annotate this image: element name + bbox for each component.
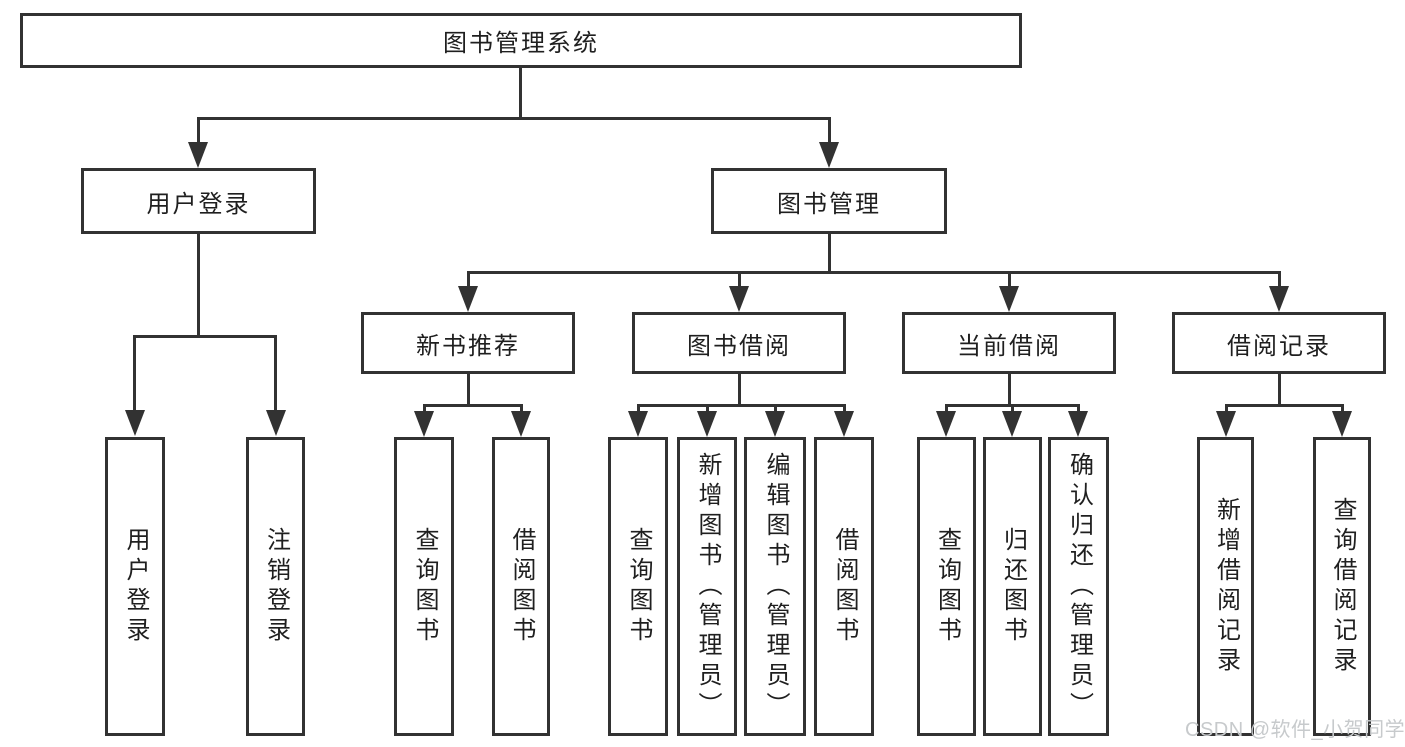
- connector-newrec-vline: [467, 374, 470, 407]
- arrow-shaft: [520, 404, 523, 414]
- leaf-logout: 注销登录: [246, 437, 305, 736]
- arrow-shaft: [945, 404, 948, 414]
- connector-borrow-vline: [738, 374, 741, 407]
- arrow-shaft: [423, 404, 426, 414]
- leaf-borrow-add-book-admin: 新增图书（管理员）: [677, 437, 737, 736]
- arrow-shaft: [1077, 404, 1080, 414]
- connector-user-hbar: [134, 335, 277, 338]
- arrow-shaft: [1341, 404, 1344, 414]
- arrow-shaft: [467, 271, 470, 289]
- leaf-borrow-query-book: 查询图书: [608, 437, 668, 736]
- node-book-management: 图书管理: [711, 168, 947, 234]
- arrow-down-icon: [936, 411, 956, 437]
- connector-mgmt-hbar: [467, 271, 1281, 274]
- arrow-shaft: [1278, 271, 1281, 289]
- arrow-down-icon: [414, 411, 434, 437]
- leaf-borrow-borrow-book: 借阅图书: [814, 437, 874, 736]
- arrow-shaft: [1008, 271, 1011, 289]
- leaf-current-confirm-return-admin: 确认归还（管理员）: [1048, 437, 1109, 736]
- leaf-current-return-book: 归还图书: [983, 437, 1042, 736]
- watermark: CSDN @软件_小贺同学: [1185, 719, 1405, 741]
- arrow-down-icon: [834, 411, 854, 437]
- arrow-shaft: [706, 404, 709, 414]
- leaf-borrow-edit-book-admin: 编辑图书（管理员）: [744, 437, 806, 736]
- arrow-down-icon: [999, 286, 1019, 312]
- arrow-shaft: [843, 404, 846, 414]
- connector-user-vline: [197, 234, 200, 338]
- leaf-newrec-query-book: 查询图书: [394, 437, 454, 736]
- arrow-shaft: [133, 335, 136, 412]
- connector-root-vline: [519, 68, 522, 120]
- arrow-down-icon: [188, 142, 208, 168]
- arrow-shaft: [828, 117, 831, 146]
- arrow-down-icon: [1068, 411, 1088, 437]
- arrow-down-icon: [125, 410, 145, 436]
- connector-newrec-hbar: [423, 404, 523, 407]
- connector-current-vline: [1008, 374, 1011, 407]
- node-borrow-records: 借阅记录: [1172, 312, 1386, 374]
- node-current-borrow: 当前借阅: [902, 312, 1116, 374]
- node-user-login: 用户登录: [81, 168, 316, 234]
- arrow-shaft: [1011, 404, 1014, 414]
- connector-root-hbar: [197, 117, 831, 120]
- arrow-down-icon: [1002, 411, 1022, 437]
- arrow-down-icon: [697, 411, 717, 437]
- leaf-user-login: 用户登录: [105, 437, 165, 736]
- arrow-down-icon: [266, 410, 286, 436]
- connector-records-vline: [1278, 374, 1281, 407]
- arrow-down-icon: [1216, 411, 1236, 437]
- leaf-records-query-record: 查询借阅记录: [1313, 437, 1371, 736]
- connector-mgmt-vline: [828, 234, 831, 274]
- arrow-down-icon: [511, 411, 531, 437]
- node-root: 图书管理系统: [20, 13, 1022, 68]
- arrow-down-icon: [458, 286, 478, 312]
- arrow-down-icon: [628, 411, 648, 437]
- arrow-shaft: [1225, 404, 1228, 414]
- arrow-shaft: [738, 271, 741, 289]
- arrow-shaft: [774, 404, 777, 414]
- leaf-records-add-record: 新增借阅记录: [1197, 437, 1254, 736]
- arrow-down-icon: [1332, 411, 1352, 437]
- arrow-shaft: [197, 117, 200, 146]
- arrow-shaft: [274, 335, 277, 412]
- node-new-book-recommend: 新书推荐: [361, 312, 575, 374]
- arrow-down-icon: [729, 286, 749, 312]
- node-book-borrow: 图书借阅: [632, 312, 846, 374]
- leaf-newrec-borrow-book: 借阅图书: [492, 437, 550, 736]
- connector-borrow-hbar: [637, 404, 845, 407]
- arrow-down-icon: [765, 411, 785, 437]
- arrow-down-icon: [1269, 286, 1289, 312]
- connector-records-hbar: [1225, 404, 1343, 407]
- leaf-current-query-book: 查询图书: [917, 437, 976, 736]
- arrow-shaft: [637, 404, 640, 414]
- arrow-down-icon: [819, 142, 839, 168]
